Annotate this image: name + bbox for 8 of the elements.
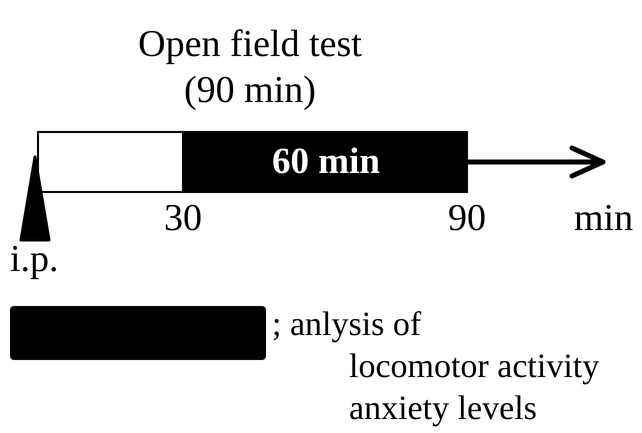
title: Open field test (90 min) <box>137 22 363 113</box>
tick-label: 30 <box>164 199 202 237</box>
marker-label: i.p. <box>10 240 59 278</box>
timeline-segment <box>37 131 184 193</box>
unit-label: min <box>574 199 634 237</box>
timeline-segment <box>184 131 468 193</box>
tick-label: 90 <box>448 199 486 237</box>
duration-label: 60 min <box>272 142 380 182</box>
